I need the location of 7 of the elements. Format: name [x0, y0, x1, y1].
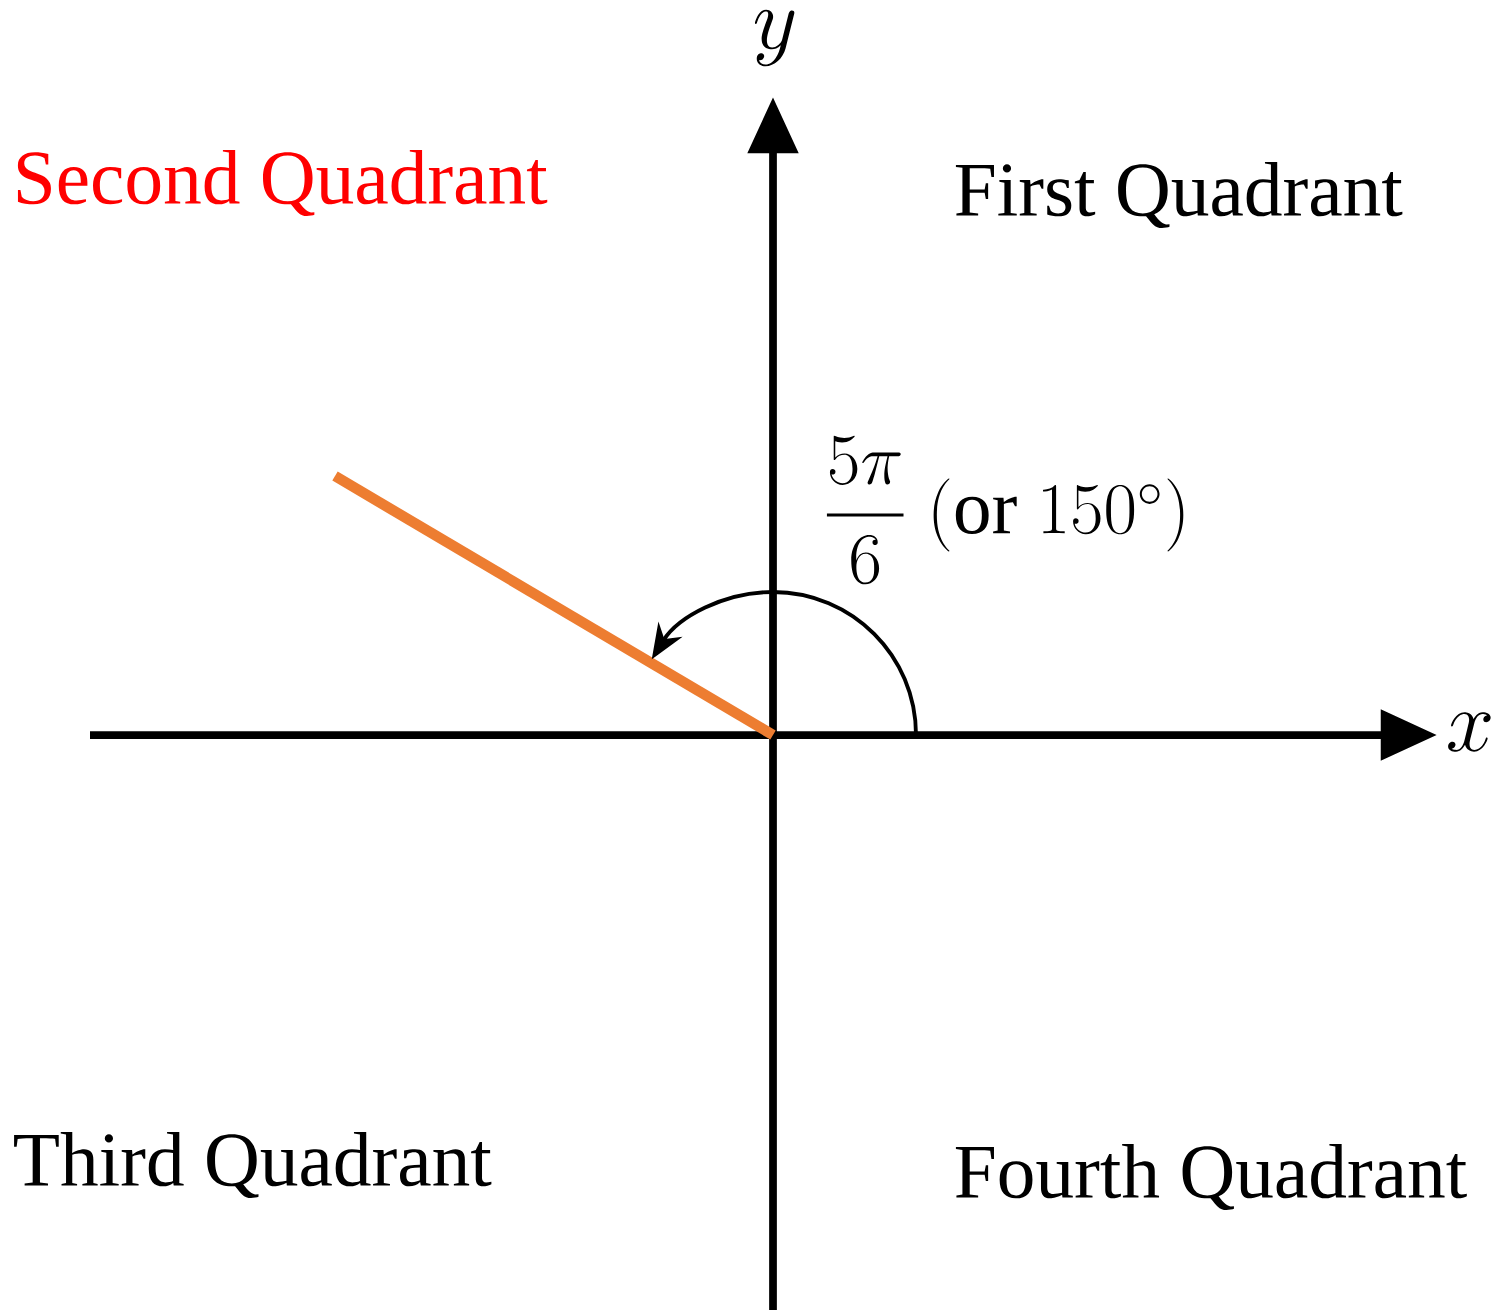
- angle-label: $\dfrac{5\pi}{6}\ (\mathrm{or}\ 150^{\circ})$: [826, 435, 1184, 585]
- quadrant-label: Fourth Quadrant: [955, 1143, 1467, 1211]
- quadrant-label: First Quadrant: [955, 161, 1403, 229]
- quadrant-label: Third Quadrant: [14, 1131, 492, 1199]
- axis-label: $y$: [754, 9, 795, 67]
- axis-label: $x$: [1448, 712, 1491, 752]
- quadrant-label: Second Quadrant: [17, 149, 548, 217]
